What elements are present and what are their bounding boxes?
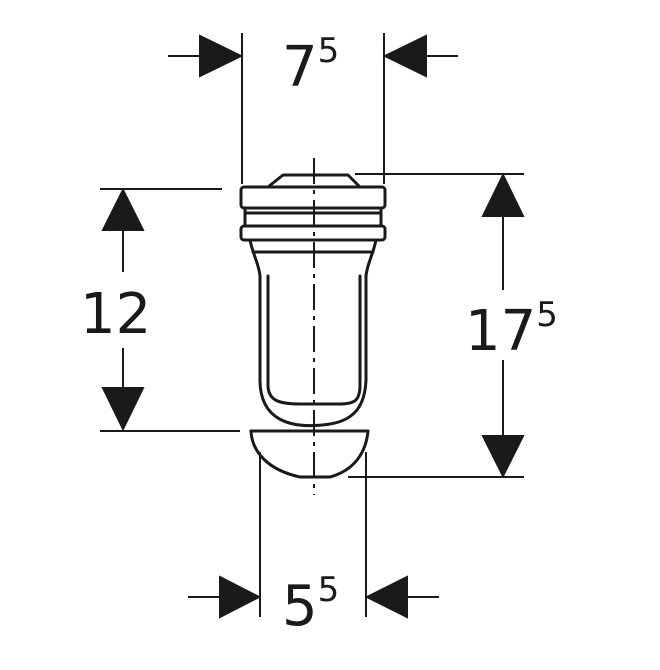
arrow-up-icon	[481, 172, 525, 217]
arrow-down-icon	[481, 435, 525, 479]
arrow-right-icon	[199, 34, 244, 78]
extension-lines	[100, 33, 524, 617]
dim-left-height: 12	[80, 282, 151, 347]
arrow-left-icon	[364, 575, 408, 619]
dome-cap	[266, 173, 362, 189]
bottom-outlet	[249, 429, 370, 479]
arrow-up-icon	[101, 187, 145, 231]
dimension-lines	[101, 34, 525, 619]
arrow-left-icon	[382, 34, 427, 78]
dim-bottom-width: 55	[282, 570, 339, 639]
dim-top-width: 75	[282, 31, 339, 100]
inner-bore	[266, 274, 362, 406]
body	[258, 274, 368, 428]
arrow-down-icon	[101, 387, 145, 432]
dim-right-height: 175	[465, 295, 558, 364]
arrow-right-icon	[219, 575, 262, 619]
